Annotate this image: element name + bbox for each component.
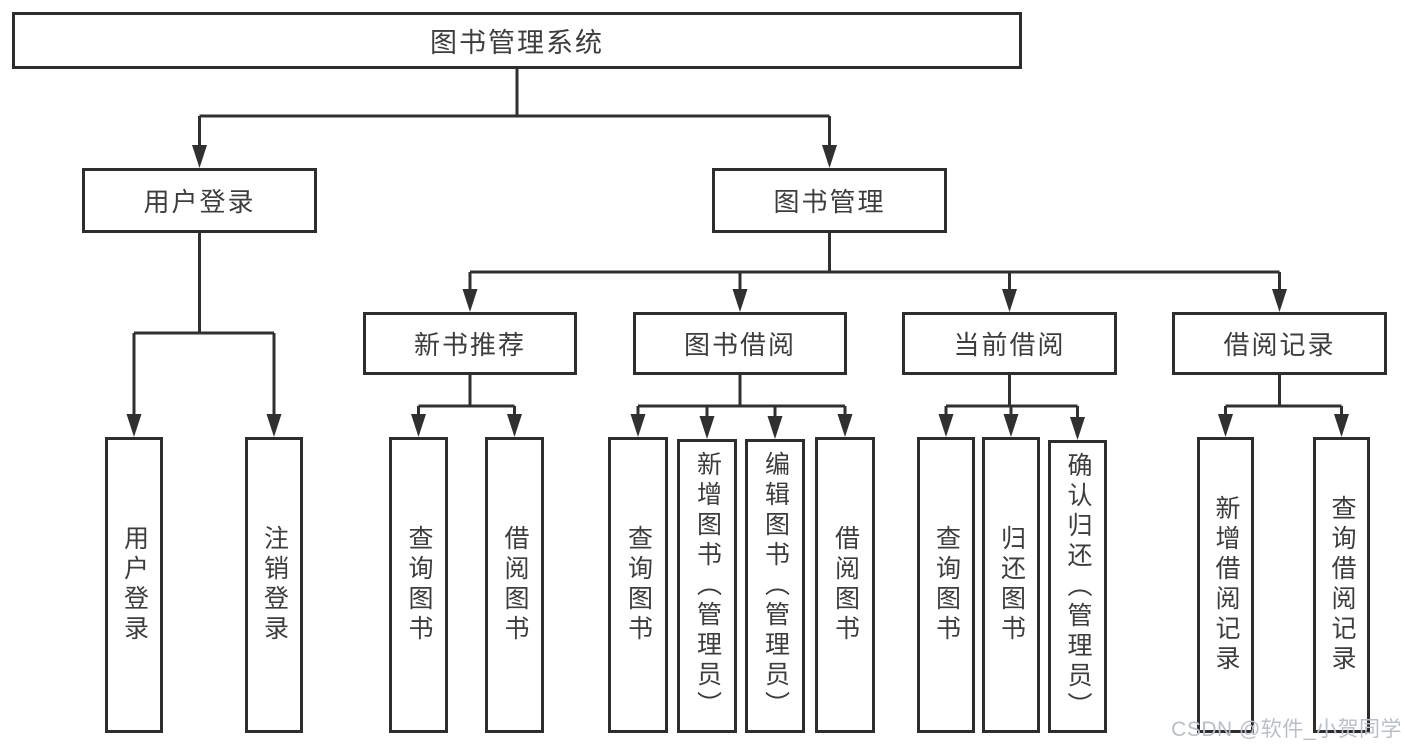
- node-leaf-user-login: 用户登录: [105, 437, 163, 733]
- node-label: 查询图书: [624, 525, 653, 645]
- node-leaf-confirm-return: 确认归还（管理员）: [1048, 440, 1107, 733]
- node-label: 用户登录: [143, 187, 256, 217]
- node-label: 查询图书: [932, 525, 961, 645]
- node-label: 用户登录: [120, 525, 149, 645]
- arrowhead-icon: [1003, 414, 1019, 437]
- node-leaf-return-books: 归还图书: [982, 437, 1040, 733]
- node-label: 图书管理系统: [430, 28, 604, 58]
- node-root: 图书管理系统: [12, 12, 1022, 69]
- node-user-login: 用户登录: [82, 168, 317, 233]
- arrowhead-icon: [462, 289, 478, 312]
- node-label: 借阅记录: [1223, 330, 1336, 360]
- arrowhead-icon: [126, 414, 142, 437]
- arrowhead-icon: [699, 416, 715, 439]
- node-label: 借阅图书: [501, 525, 529, 645]
- node-leaf-query-borrow-record: 查询借阅记录: [1313, 437, 1370, 733]
- node-label: 当前借阅: [953, 330, 1066, 360]
- node-leaf-logout: 注销登录: [245, 437, 303, 733]
- node-label: 新增借阅记录: [1212, 495, 1240, 675]
- arrowhead-icon: [1272, 289, 1287, 312]
- watermark: CSDN @软件_小贺同学: [1171, 718, 1402, 741]
- node-leaf-add-books: 新增图书（管理员）: [677, 439, 737, 733]
- node-leaf-borrow-books-2: 借阅图书: [815, 437, 875, 733]
- node-leaf-query-books-1: 查询图书: [389, 437, 448, 733]
- node-label: 借阅图书: [831, 525, 860, 645]
- node-leaf-borrow-books-1: 借阅图书: [485, 437, 544, 733]
- node-label: 编辑图书（管理员）: [761, 451, 790, 721]
- node-label: 新书推荐: [413, 330, 526, 360]
- arrowhead-icon: [767, 416, 783, 439]
- arrowhead-icon: [837, 414, 853, 437]
- arrowhead-icon: [507, 414, 522, 437]
- node-book-borrowing: 图书借阅: [633, 312, 847, 375]
- node-label: 注销登录: [260, 525, 289, 645]
- arrowhead-icon: [1334, 414, 1349, 437]
- arrowhead-icon: [1218, 414, 1233, 437]
- node-book-management: 图书管理: [712, 168, 947, 233]
- arrowhead-icon: [192, 145, 207, 168]
- node-label: 新增图书（管理员）: [693, 451, 722, 721]
- node-label: 图书借阅: [683, 330, 796, 360]
- arrowhead-icon: [1070, 417, 1085, 440]
- arrowhead-icon: [822, 145, 837, 168]
- node-leaf-query-books-2: 查询图书: [608, 437, 668, 733]
- node-leaf-query-books-3: 查询图书: [917, 437, 975, 733]
- node-label: 查询借阅记录: [1328, 495, 1356, 675]
- node-leaf-edit-books: 编辑图书（管理员）: [745, 439, 805, 733]
- node-label: 归还图书: [997, 525, 1026, 645]
- arrowhead-icon: [1002, 289, 1017, 312]
- node-label: 图书管理: [773, 187, 886, 217]
- node-borrowing-records: 借阅记录: [1172, 312, 1387, 375]
- node-new-book-recommend: 新书推荐: [363, 312, 577, 375]
- arrowhead-icon: [266, 414, 282, 437]
- node-label: 查询图书: [405, 525, 433, 645]
- arrowhead-icon: [938, 414, 954, 437]
- arrowhead-icon: [732, 289, 748, 312]
- node-current-borrowing: 当前借阅: [902, 312, 1117, 375]
- arrowhead-icon: [411, 414, 426, 437]
- arrowhead-icon: [630, 414, 646, 437]
- node-label: 确认归还（管理员）: [1064, 451, 1092, 722]
- node-leaf-add-borrow-record: 新增借阅记录: [1197, 437, 1254, 733]
